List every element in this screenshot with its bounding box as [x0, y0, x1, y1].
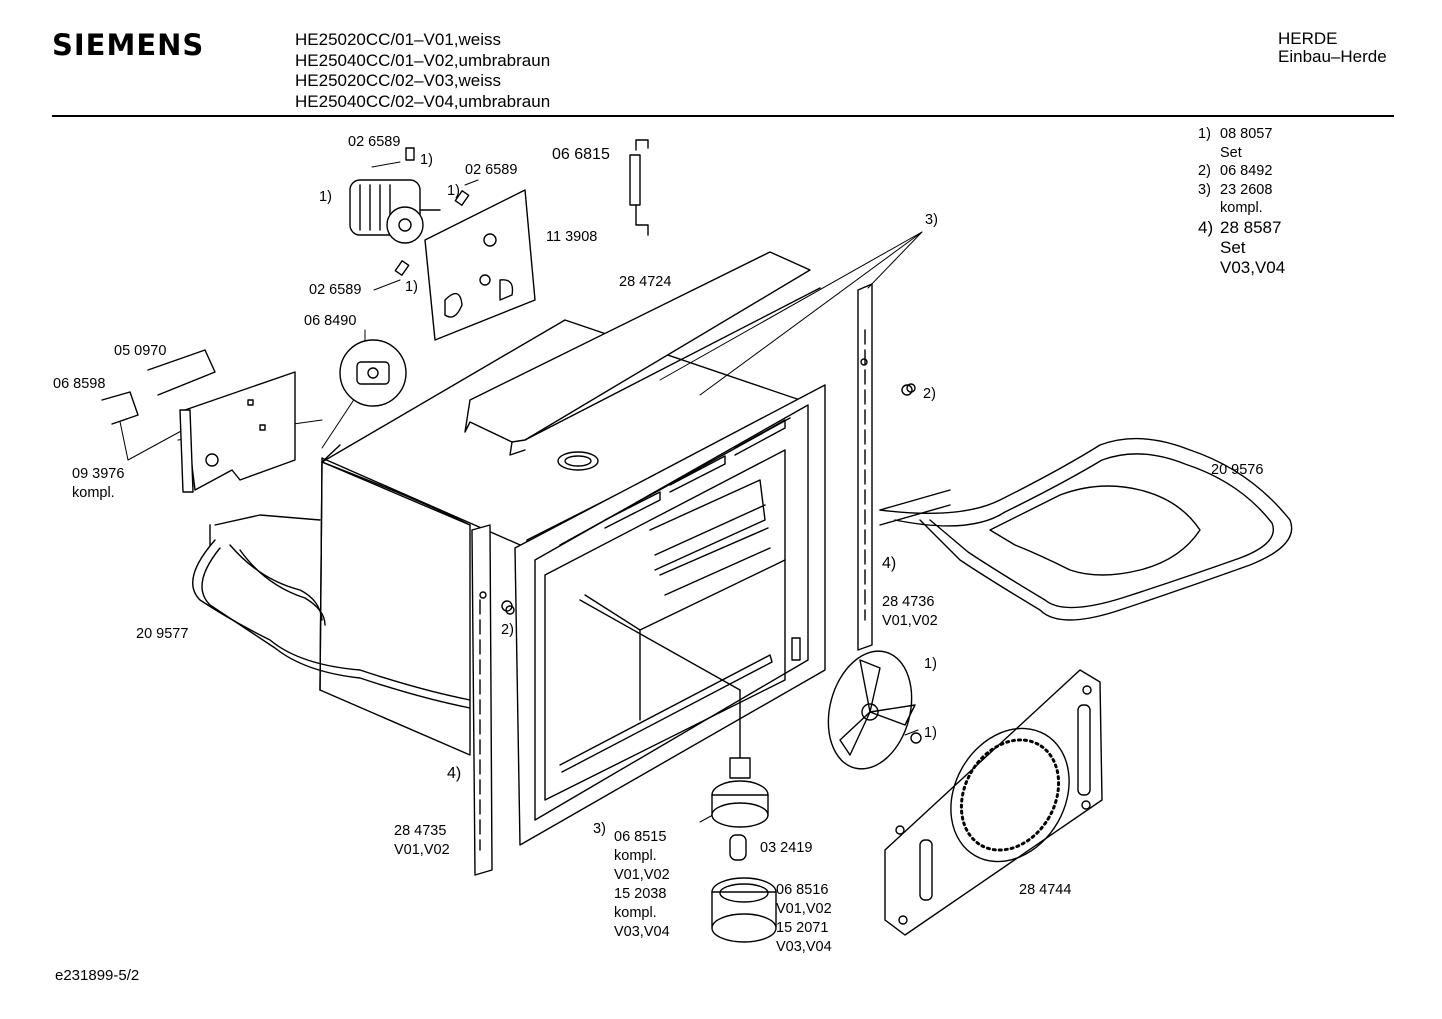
right-side-rail	[857, 283, 873, 651]
part-ref: 1)	[420, 152, 433, 168]
note-row: V03,V04	[1198, 258, 1285, 278]
part-label: 06 8516	[776, 882, 829, 898]
part-label: 20 9576	[1211, 462, 1264, 478]
model-line: HE25040CC/02–V04,umbrabraun	[295, 91, 551, 111]
model-line: HE25020CC/02–V03,weiss	[295, 71, 502, 90]
part-label: 02 6589	[465, 162, 518, 178]
part-ref: 3)	[593, 821, 606, 837]
part-label: 06 6815	[552, 146, 610, 163]
note-row: 4) 28 8587	[1198, 218, 1285, 238]
note-text: kompl.	[1220, 200, 1263, 216]
part-ref: 1)	[319, 189, 332, 205]
note-key: 4)	[1198, 217, 1214, 237]
notes-legend: 1) 08 8057 Set 2) 06 8492 3) 23 2608 kompl.…	[1198, 125, 1285, 278]
part-label: 06 8515	[614, 829, 667, 845]
part-ref: 1)	[924, 656, 937, 672]
fan-motor	[349, 147, 470, 276]
part-ref: 4)	[882, 555, 897, 572]
lower-heating-element	[192, 514, 471, 709]
part-label: 20 9577	[136, 626, 189, 642]
note-key: 2)	[1198, 163, 1211, 179]
part-note: kompl.	[72, 485, 115, 501]
part-note: kompl.	[614, 905, 657, 921]
part-label: 06 8490	[304, 313, 357, 329]
category-block: HERDE Einbau–Herde	[1278, 30, 1387, 66]
plug-parts	[501, 383, 916, 615]
part-note: V03,V04	[614, 924, 670, 940]
note-key: 3)	[1198, 181, 1211, 198]
part-label: 06 8598	[53, 376, 106, 392]
note-row: 2) 06 8492	[1198, 162, 1285, 181]
note-text: 28 8587	[1220, 217, 1282, 237]
oven-lamp-socket	[711, 757, 777, 943]
note-text: 06 8492	[1220, 163, 1273, 179]
part-label: 11 3908	[546, 229, 598, 245]
part-label: 28 4744	[1019, 882, 1072, 898]
oven-front-frame	[514, 384, 826, 846]
part-label: 28 4724	[619, 274, 672, 290]
left-side-rail	[471, 524, 493, 876]
part-label: 05 0970	[114, 343, 167, 359]
top-trim-strip	[464, 251, 821, 456]
note-text: 08 8057	[1220, 126, 1273, 142]
motor-back-plate	[424, 189, 536, 341]
part-label: 02 6589	[348, 134, 401, 150]
part-label: 03 2419	[760, 840, 813, 856]
category-subtitle: Einbau–Herde	[1278, 47, 1387, 66]
part-note: V01,V02	[776, 901, 832, 917]
model-line: HE25040CC/01–V02,umbrabraun	[295, 50, 551, 70]
part-ref: 2)	[501, 622, 514, 638]
part-label: 28 4735	[394, 823, 447, 839]
model-list: HE25020CC/01–V01,weiss HE25040CC/01–V02,…	[295, 30, 550, 112]
part-ref: 1)	[924, 725, 937, 741]
header-divider	[52, 115, 1394, 117]
document-code: e231899-5/2	[55, 967, 140, 984]
note-row: Set	[1198, 238, 1285, 258]
note-text: Set	[1220, 237, 1246, 257]
part-note: V01,V02	[614, 867, 670, 883]
part-note: V01,V02	[882, 613, 938, 629]
note-key: 1)	[1198, 126, 1211, 142]
part-ref: 3)	[925, 212, 938, 228]
model-line: HE25020CC/01–V01,weiss	[295, 30, 502, 49]
rear-fan-cover	[884, 669, 1103, 936]
note-text: 23 2608	[1220, 181, 1273, 198]
category-title: HERDE	[1278, 29, 1338, 48]
note-text: V03,V04	[1220, 257, 1286, 277]
part-label: 28 4736	[882, 594, 935, 610]
part-ref: 1)	[405, 279, 418, 295]
grill-heating-element	[879, 437, 1293, 621]
switch-bracket	[101, 349, 296, 493]
part-note: kompl.	[614, 848, 657, 864]
part-note: 15 2071	[776, 920, 829, 936]
note-text: Set	[1220, 144, 1242, 161]
hinge-pin-part	[629, 139, 649, 236]
part-note: V03,V04	[776, 939, 832, 955]
brand-logo: SIEMENS	[52, 28, 205, 62]
part-note: V01,V02	[394, 842, 450, 858]
part-label: 09 3976	[72, 466, 125, 482]
thermostat	[339, 339, 407, 407]
part-ref: 2)	[923, 386, 936, 402]
note-row: 3) 23 2608	[1198, 181, 1285, 200]
part-ref: 4)	[447, 765, 462, 782]
note-row: kompl.	[1198, 199, 1285, 218]
note-row: 1) 08 8057	[1198, 125, 1285, 144]
part-ref: 1)	[447, 183, 460, 199]
part-label: 02 6589	[309, 282, 362, 298]
note-row: Set	[1198, 144, 1285, 163]
fan-wheel	[827, 650, 922, 770]
part-note: 15 2038	[614, 886, 667, 902]
